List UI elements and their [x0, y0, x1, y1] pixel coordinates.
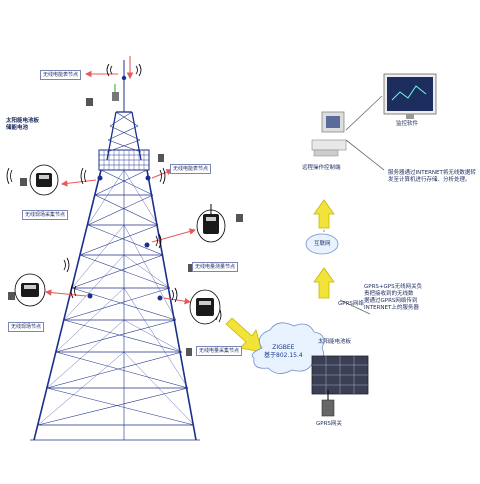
transmission-tower [30, 60, 200, 441]
signal-waves [6, 63, 222, 323]
monitor-screen-icon [383, 73, 437, 119]
label-bottom-node: 无线电量采集节点 [196, 346, 243, 356]
yellow-flow-arrows [225, 199, 335, 353]
server-note: 服务器通过INTERNET将无线数据转 发至计算机进行存储、分析处理。 [388, 170, 476, 183]
label-remote-control: 远程操作控制端 [302, 165, 341, 171]
label-gprs-gateway: GPRS网关 [316, 421, 342, 427]
zigbee-line2: 基于802.15.4 [264, 352, 303, 359]
label-right-mid-node: 无线电量测量节点 [192, 262, 239, 272]
network-connector-lines [323, 95, 385, 315]
label-solar-battery-left: 太阳能电池板 储能电池 [6, 118, 39, 132]
label-left-node: 无线现场采集节点 [22, 210, 69, 220]
label-left-low-node: 无线现场节点 [8, 322, 45, 332]
internet-bubble [305, 233, 339, 255]
label-solar-panel: 太阳能电池板 [318, 339, 352, 345]
meter-icon [14, 273, 46, 307]
meter-icon [29, 164, 59, 196]
label-monitor-software: 监控软件 [396, 121, 419, 127]
gprs-gateway-icon [321, 390, 335, 417]
meter-icon [189, 289, 221, 325]
label-gprs-network: GPRS网络 [338, 301, 364, 307]
solar-battery-text: 太阳能电池板 储能电池 [6, 118, 40, 131]
meter-icon [196, 204, 226, 243]
tower-node-dots [87, 75, 163, 301]
red-link-arrows [44, 56, 197, 305]
computer-icon [311, 111, 347, 157]
solar-panel-icon [311, 355, 369, 395]
zigbee-line1: ZIGBEE [272, 344, 295, 351]
zigbee-label: ZIGBEE 基于802.15.4 [264, 344, 303, 360]
gprs-note: GPRS+GPS无线网关负 责把接收到的无线数 据通过GPRS网络传到 INTE… [364, 284, 423, 311]
label-pole-node: 无线电能表节点 [170, 164, 212, 174]
label-internet: 互联网 [314, 241, 331, 247]
label-top-node: 无线电能表节点 [40, 70, 82, 80]
